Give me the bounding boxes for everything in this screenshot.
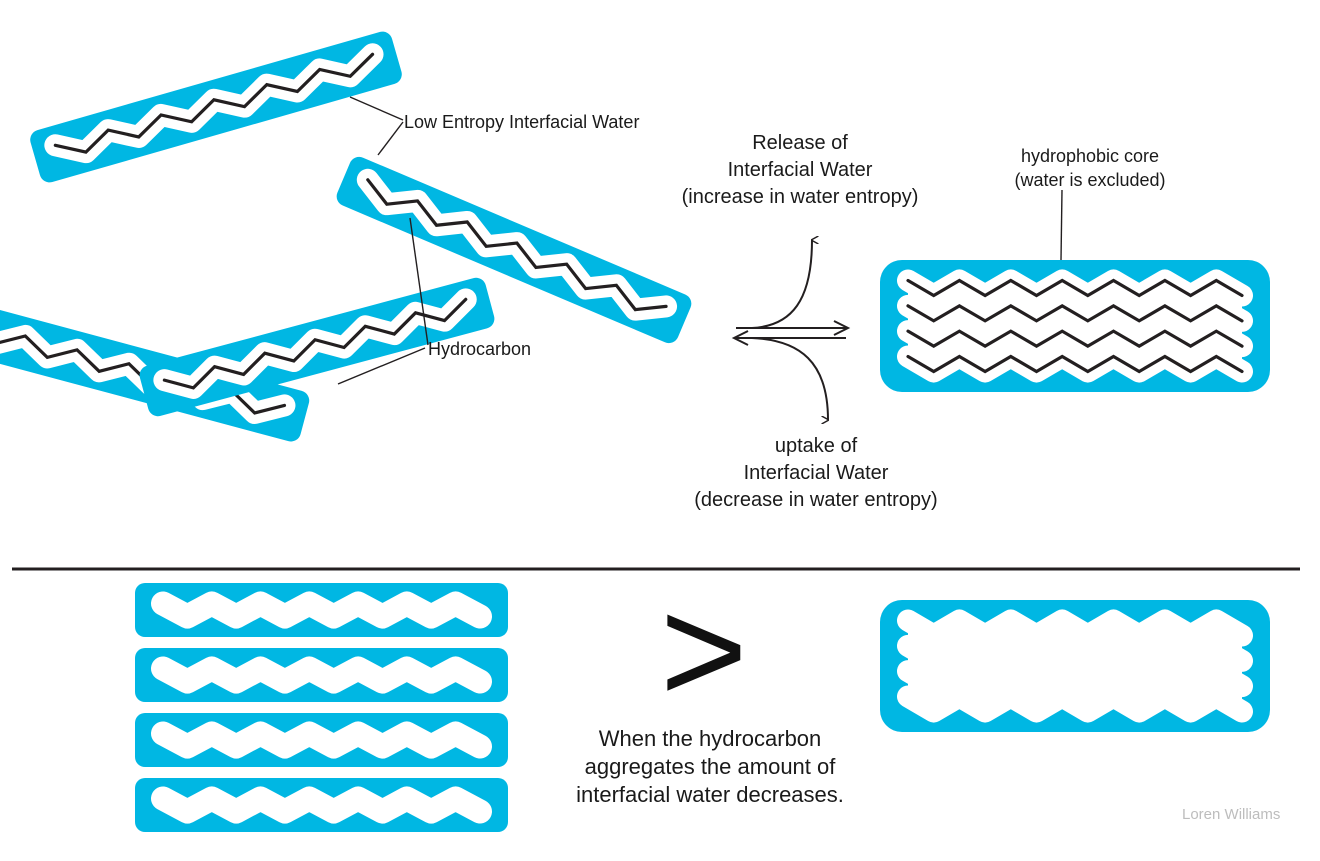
uptake-label-line3: (decrease in water entropy): [694, 489, 938, 511]
aggregated-slab: [880, 600, 1270, 732]
conclusion-line1: When the hydrocarbon: [598, 726, 822, 751]
aggregate-hydrocarbon-chain: [906, 303, 1244, 323]
author-credit: Loren Williams: [1182, 806, 1281, 823]
aggregate-interface: [897, 269, 1253, 383]
aggregate-water-layer: [897, 660, 1253, 698]
separate-slab-3: [135, 713, 508, 767]
forward-arrowhead: [833, 320, 851, 336]
greater-than-sign: >: [660, 566, 748, 734]
release-arrow: [751, 240, 812, 329]
slab-interfacial-water: [151, 721, 492, 759]
conclusion-text: When the hydrocarbon aggregates the amou…: [560, 725, 860, 809]
uptake-label-line2: Interfacial Water: [743, 462, 889, 484]
aggregate-hydrocarbon-chain: [906, 354, 1244, 374]
slab-interfacial-water: [151, 591, 492, 629]
release-label-line2: Interfacial Water: [727, 159, 873, 181]
aggregate-hydrocarbon-chain: [906, 329, 1244, 349]
hydrophobic-core-label-line2: (water is excluded): [1014, 170, 1166, 190]
release-label: Release of Interfacial Water (increase i…: [650, 130, 950, 211]
hydrocarbon-aggregate: [880, 260, 1270, 392]
uptake-label: uptake of Interfacial Water (decrease in…: [666, 433, 966, 514]
slab-interfacial-water: [151, 656, 492, 694]
separate-slab-4: [135, 778, 508, 832]
hydrocarbon-rod-4: [336, 156, 692, 344]
aggregate-water-layer: [897, 609, 1253, 647]
hydrocarbon-chain: [366, 178, 668, 312]
hydrocarbon-rod-1: [30, 31, 402, 183]
hydrocarbon-rod-3: [139, 277, 495, 417]
water-leader-line-1: [349, 96, 404, 121]
aggregate-hydrocarbon-chain: [906, 278, 1244, 298]
uptake-arrow: [751, 337, 829, 420]
conclusion-line3: interfacial water decreases.: [576, 782, 844, 807]
hydrocarbon-label: Hydrocarbon: [428, 339, 532, 359]
uptake-label-line1: uptake of: [774, 435, 858, 457]
hydrocarbon-chain: [53, 52, 375, 154]
aggregate-water-layer: [897, 634, 1253, 672]
hydrophobic-core-label: hydrophobic core (water is excluded): [990, 144, 1190, 192]
release-label-line3: (increase in water entropy): [681, 186, 919, 208]
water-leader-line-2: [377, 121, 404, 156]
conclusion-line2: aggregates the amount of: [584, 754, 836, 779]
separate-slab-1: [135, 583, 508, 637]
low-entropy-water-label: Low Entropy Interfacial Water: [404, 112, 640, 132]
release-label-line1: Release of: [752, 132, 848, 154]
hydrocarbon-leader-line-1: [409, 217, 429, 346]
aggregate-interface: [897, 609, 1253, 723]
separate-slab-2: [135, 648, 508, 702]
hydrophobic-core-label-line1: hydrophobic core: [1020, 146, 1160, 166]
slab-interfacial-water: [151, 786, 492, 824]
hydrocarbon-leader-line-2: [337, 347, 426, 385]
hydrocarbon-chain: [162, 297, 468, 390]
aggregate-water-layer: [897, 685, 1253, 723]
reverse-arrowhead: [731, 330, 749, 346]
